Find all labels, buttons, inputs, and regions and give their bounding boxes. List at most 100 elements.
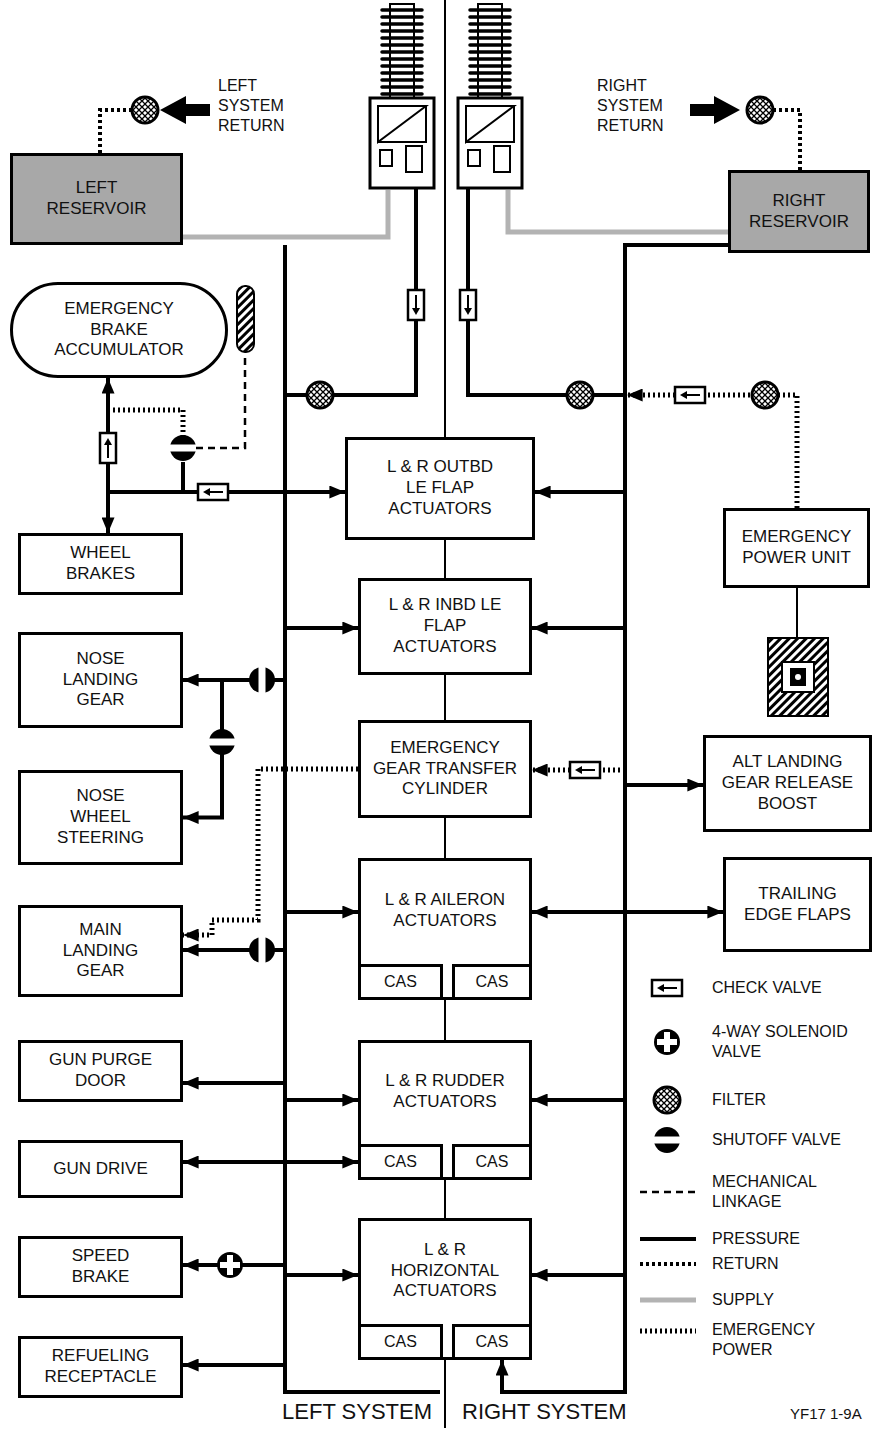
valve-symbol	[640, 1329, 696, 1334]
valve-symbol	[458, 4, 522, 188]
valve-symbol	[640, 1262, 696, 1266]
valve-symbol	[249, 937, 275, 963]
pressure-line	[183, 1363, 285, 1367]
valve-symbol	[198, 484, 228, 500]
valve-symbol	[796, 588, 798, 638]
box-label: LEFT RESERVOIR	[37, 178, 157, 219]
legend-text: RETURN	[712, 1254, 870, 1274]
valve-symbol	[460, 290, 476, 320]
component-box: GUN DRIVE	[18, 1140, 183, 1198]
box-label: L & R HORIZONTAL ACTUATORS	[380, 1240, 510, 1302]
component-box: MAIN LANDING GEAR	[18, 905, 183, 997]
box-label: L & R AILERON ACTUATORS	[380, 890, 510, 931]
valve-symbol	[654, 1127, 680, 1153]
valve-symbol	[209, 729, 235, 755]
valve-symbol	[570, 762, 600, 778]
valve-symbol	[768, 638, 828, 716]
valve-symbol	[675, 387, 705, 403]
component-box: TRAILING EDGE FLAPS	[723, 857, 872, 952]
valve-symbol	[640, 1298, 696, 1303]
valve-symbol	[640, 1191, 696, 1194]
cas-box: CAS	[452, 1144, 532, 1180]
valve-symbol	[795, 674, 801, 680]
supply-line	[183, 190, 388, 237]
valve-symbol	[217, 1252, 243, 1278]
cas-box: CAS	[358, 964, 443, 1000]
box-label: RIGHT RESERVOIR	[744, 191, 854, 232]
valve-symbol	[640, 1237, 696, 1241]
system-label: LEFT SYSTEM	[282, 1398, 432, 1426]
component-box: EMERGENCY GEAR TRANSFER CYLINDER	[358, 720, 532, 818]
box-label: GUN DRIVE	[53, 1159, 147, 1180]
figure-number: YF17 1-9A	[790, 1405, 862, 1424]
cas-box: CAS	[358, 1144, 443, 1180]
box-label: CAS	[384, 1332, 417, 1352]
pressure-line	[183, 1081, 285, 1085]
legend-text: SUPPLY	[712, 1290, 870, 1310]
component-box: REFUELING RECEPTACLE	[18, 1336, 183, 1398]
valve-symbol	[100, 433, 116, 463]
valve-symbol	[690, 96, 740, 124]
emergency-line	[627, 395, 797, 508]
valve-symbol	[160, 96, 210, 124]
system-label: RIGHT SYSTEM	[462, 1398, 627, 1426]
box-label: L & R OUTBD LE FLAP ACTUATORS	[375, 457, 505, 519]
pressure-line	[285, 1273, 358, 1277]
component-box: GUN PURGE DOOR	[18, 1040, 183, 1102]
box-label: NOSE LANDING GEAR	[46, 649, 156, 711]
box-label: EMERGENCY GEAR TRANSFER CYLINDER	[370, 738, 520, 800]
box-label: NOSE WHEEL STEERING	[46, 786, 156, 848]
system-divider	[445, 0, 446, 1428]
component-box: NOSE WHEEL STEERING	[18, 770, 183, 865]
pressure-line	[468, 188, 625, 395]
valve-symbol	[654, 1029, 680, 1055]
cas-box: CAS	[452, 964, 532, 1000]
component-box: SPEED BRAKE	[18, 1236, 183, 1298]
box-label: SPEED BRAKE	[46, 1246, 156, 1287]
component-box: ALT LANDING GEAR RELEASE BOOST	[703, 735, 872, 832]
supply-line	[183, 190, 728, 237]
valve-symbol	[132, 97, 158, 123]
pressure-connector	[183, 1160, 358, 1164]
cas-box: CAS	[452, 1324, 532, 1360]
valve-symbol	[652, 980, 682, 996]
component-box: EMERGENCY POWER UNIT	[723, 508, 870, 588]
box-label: TRAILING EDGE FLAPS	[738, 884, 858, 925]
actuator-box: L & R AILERON ACTUATORS CAS CAS	[358, 858, 532, 1000]
legend-text: EMERGENCY POWER	[712, 1320, 870, 1360]
valve-symbol	[654, 1087, 680, 1113]
component-box: WHEEL BRAKES	[18, 533, 183, 595]
valve-symbol	[408, 290, 424, 320]
actuator-box: L & R HORIZONTAL ACTUATORS CAS CAS	[358, 1218, 532, 1360]
valve-symbol	[237, 286, 254, 352]
legend-text: 4-WAY SOLENOID VALVE	[712, 1022, 870, 1062]
emergency-line	[108, 410, 183, 436]
cas-box: CAS	[358, 1324, 443, 1360]
valve-symbol	[747, 97, 773, 123]
valve-symbol	[752, 382, 778, 408]
box-label: EMERGENCY POWER UNIT	[737, 527, 857, 568]
return-line	[773, 110, 800, 170]
box-label: REFUELING RECEPTACLE	[31, 1346, 171, 1387]
legend-text: PRESSURE	[712, 1229, 870, 1249]
box-label: CAS	[476, 1152, 509, 1172]
pressure-line	[285, 1098, 358, 1102]
box-label: CAS	[384, 1152, 417, 1172]
pressure-line	[502, 245, 728, 1392]
valve-symbol	[567, 382, 593, 408]
accumulator-box: EMERGENCY BRAKE ACCUMULATOR	[10, 282, 228, 378]
legend-text: CHECK VALVE	[712, 978, 870, 998]
box-label: EMERGENCY BRAKE ACCUMULATOR	[44, 299, 194, 361]
box-label: CAS	[476, 972, 509, 992]
valve-symbol	[790, 668, 806, 686]
actuator-box: L & R RUDDER ACTUATORS CAS CAS	[358, 1040, 532, 1180]
box-label: L & R RUDDER ACTUATORS	[380, 1071, 510, 1112]
pressure-line	[285, 626, 358, 630]
return-line	[100, 110, 132, 153]
box-label: CAS	[384, 972, 417, 992]
actuator-box: L & R OUTBD LE FLAP ACTUATORS	[345, 437, 535, 540]
pressure-line	[532, 1273, 625, 1277]
reservoir-box: RIGHT RESERVOIR	[728, 170, 870, 253]
